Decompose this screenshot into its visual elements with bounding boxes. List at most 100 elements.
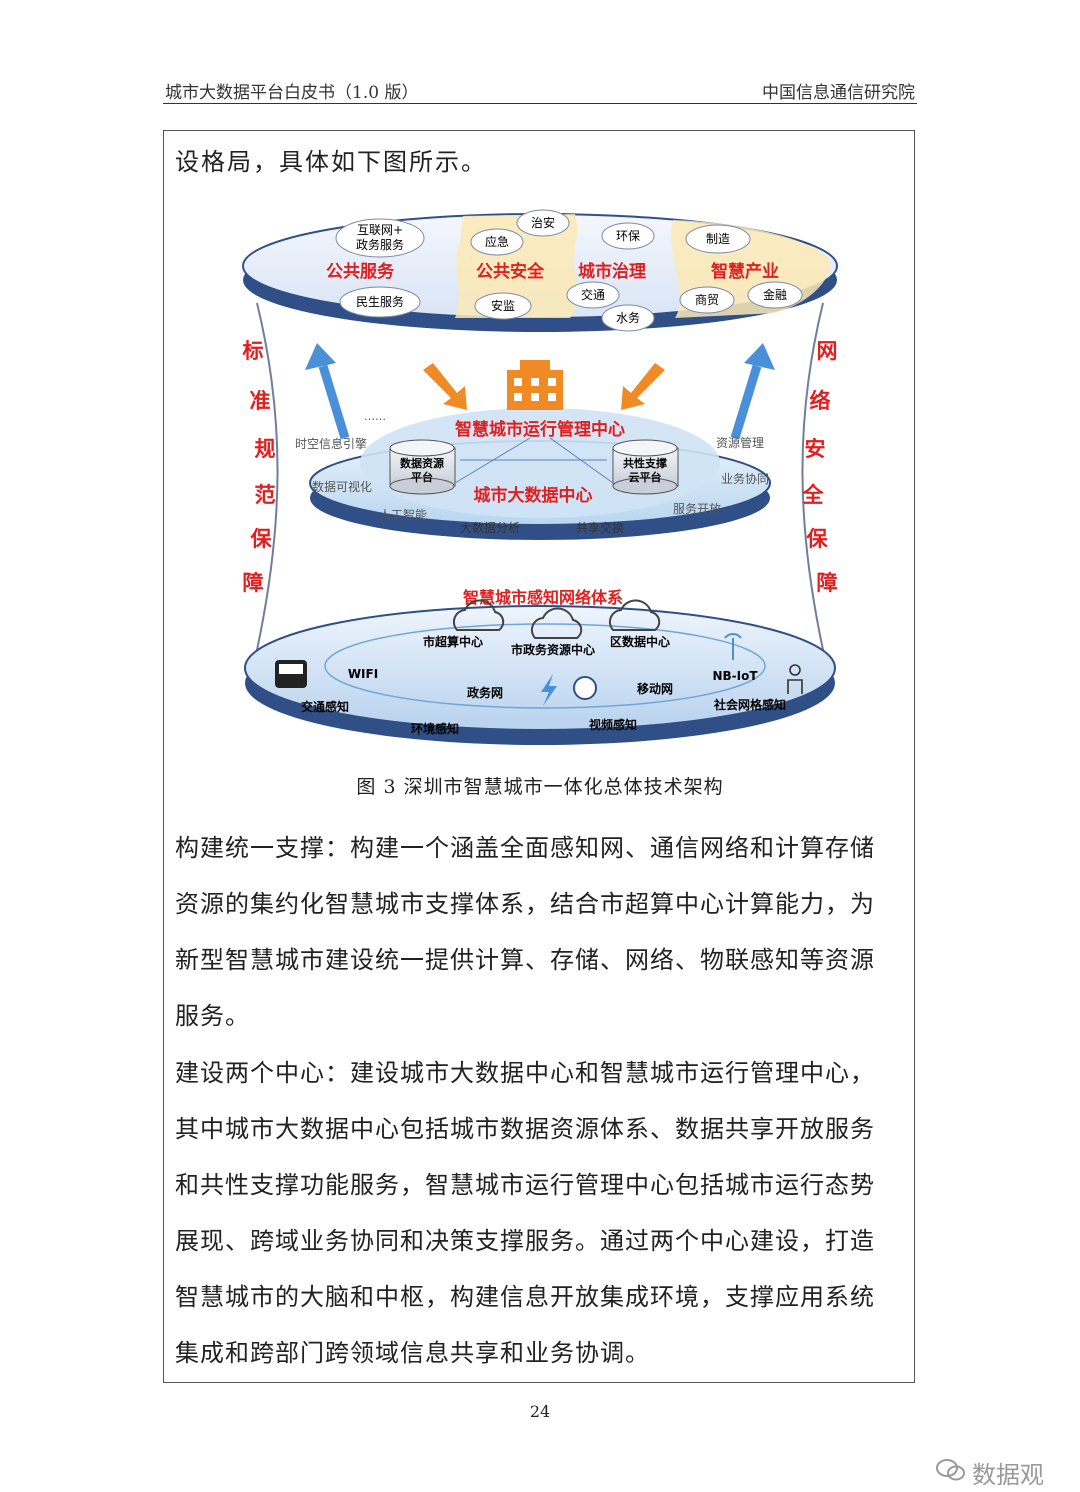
bus-icon (275, 660, 307, 688)
bubble-finance (747, 281, 803, 309)
resource-mgmt-label: 资源管理 (716, 435, 764, 450)
cloud-icon (452, 599, 661, 639)
building-icon (507, 360, 563, 410)
right-up-arrowhead (744, 343, 775, 370)
ie-icon (573, 676, 597, 700)
grid-sensing-label: 社会网格感知 (713, 697, 786, 712)
spatiotemporal-label: 时空信息引擎 (295, 436, 367, 451)
label-internet-plus: 互联网+ (357, 223, 403, 237)
wifi-label: WIFI (348, 667, 378, 681)
bubble-env-protection (601, 222, 655, 250)
supercomputing-label: 市超算中心 (423, 634, 483, 649)
svg-text:规: 规 (255, 437, 276, 461)
label-trade: 商贸 (695, 292, 719, 307)
bottom-disk (244, 605, 836, 731)
right-side-curve (801, 302, 828, 669)
bubble-livelihood (339, 286, 421, 318)
section-smart-industry: 智慧产业 (711, 261, 779, 282)
content-frame (163, 130, 915, 1383)
bubble-internet-plus (335, 218, 425, 258)
env-sensing-label: 环境感知 (411, 721, 459, 736)
ai-label: 人工智能 (379, 507, 427, 522)
data-center-label: 城市大数据中心 (474, 485, 593, 506)
lightning-icon (541, 674, 557, 706)
label-livelihood: 民生服务 (356, 294, 404, 309)
left-up-arrow (318, 364, 350, 440)
svg-text:安: 安 (805, 437, 826, 461)
left-up-arrowhead (305, 343, 336, 370)
bubble-transport (566, 281, 620, 309)
header-org: 中国信息通信研究院 (762, 83, 915, 103)
bubble-water (601, 304, 655, 332)
label-emergency: 应急 (485, 234, 509, 249)
left-down-arrow (423, 363, 467, 410)
label-transport: 交通 (581, 287, 605, 302)
page-number: 24 (529, 1402, 551, 1421)
paragraph-unified-support: 构建统一支撑：构建一个涵盖全面感知网、通信网络和计算存储资源的集约化智慧城市支撑… (175, 834, 875, 1030)
svg-text:保: 保 (806, 527, 829, 551)
ops-center-label: 智慧城市运行管理中心 (455, 419, 625, 440)
inner-ring (324, 623, 766, 709)
watermark-text: 数据观 (972, 1461, 1044, 1489)
svg-text:保: 保 (250, 527, 273, 551)
svg-text:障: 障 (817, 571, 838, 595)
service-open-label: 服务开放 (673, 501, 721, 516)
section-city-governance: 城市治理 (578, 261, 646, 282)
label-public-order: 治安 (531, 215, 555, 230)
header-title: 城市大数据平台白皮书（1.0 版） (165, 83, 419, 103)
video-sensing-label: 视频感知 (589, 717, 637, 732)
paragraph-two-centers: 建设两个中心：建设城市大数据中心和智慧城市运行管理中心，其中城市大数据中心包括城… (175, 1059, 875, 1367)
left-side-text: 标 准 规 范 保 障 (243, 339, 276, 595)
collaboration-label: 业务协同 (721, 471, 769, 486)
figure-caption: 图 3 深圳市智慧城市一体化总体技术架构 (356, 776, 724, 798)
shared-support-cylinder (612, 439, 679, 495)
bubble-safety-supervision (474, 292, 532, 320)
shared-support-label-1: 共性支撑 (623, 456, 667, 470)
svg-text:网: 网 (817, 339, 838, 363)
section-public-safety: 公共安全 (476, 261, 545, 282)
bubble-public-order (516, 209, 570, 237)
gov-network-label: 政务网 (467, 685, 503, 700)
link-line-left (454, 437, 531, 484)
gov-resource-center-label: 市政务资源中心 (511, 642, 595, 657)
person-icon (787, 664, 803, 694)
visualization-label: 数据可视化 (312, 479, 372, 494)
watermark: 数据观 (936, 1455, 1044, 1490)
data-resource-cylinder (389, 439, 456, 495)
shared-exchange-label: 共享交换 (576, 520, 624, 535)
bubble-emergency (470, 228, 524, 256)
right-up-arrow (730, 364, 762, 440)
label-env-protection: 环保 (616, 229, 640, 243)
svg-text:障: 障 (243, 571, 264, 595)
data-resource-label-1: 数据资源 (400, 456, 444, 470)
label-water: 水务 (616, 310, 640, 325)
svg-text:范: 范 (255, 483, 276, 507)
ellipsis-label: …… (364, 410, 386, 423)
svg-text:络: 络 (810, 389, 831, 413)
left-side-curve (252, 302, 279, 669)
svg-text:标: 标 (243, 339, 264, 363)
architecture-diagram: 互联网+ 政务服务 公共服务 民生服务 治安 应急 公共安全 安监 环保 城市治… (242, 209, 838, 745)
label-manufacturing: 制造 (706, 232, 730, 246)
svg-text:准: 准 (250, 389, 271, 413)
bubble-manufacturing (685, 224, 751, 254)
big-data-analysis-label: 大数据分析 (460, 520, 520, 535)
label-finance: 金融 (763, 287, 787, 302)
label-gov-service: 政务服务 (356, 237, 404, 252)
perception-network-title: 智慧城市感知网络体系 (463, 588, 623, 607)
traffic-sensing-label: 交通感知 (301, 699, 349, 714)
nbiot-label: NB-IoT (712, 669, 758, 683)
wechat-icon (936, 1458, 966, 1488)
lead-text: 设格局，具体如下图所示。 (175, 148, 487, 176)
right-side-text: 网 络 安 全 保 障 (802, 339, 838, 595)
label-safety-supervision: 安监 (491, 298, 515, 313)
antenna-icon (724, 633, 742, 660)
district-datacenter-label: 区数据中心 (610, 634, 670, 649)
svg-text:全: 全 (802, 483, 825, 507)
shared-support-label-2: 云平台 (629, 470, 662, 484)
right-down-arrow (621, 363, 665, 410)
mobile-network-label: 移动网 (637, 681, 673, 696)
bubble-trade (679, 286, 735, 314)
header-rule (163, 103, 917, 104)
data-resource-label-2: 平台 (411, 470, 433, 484)
